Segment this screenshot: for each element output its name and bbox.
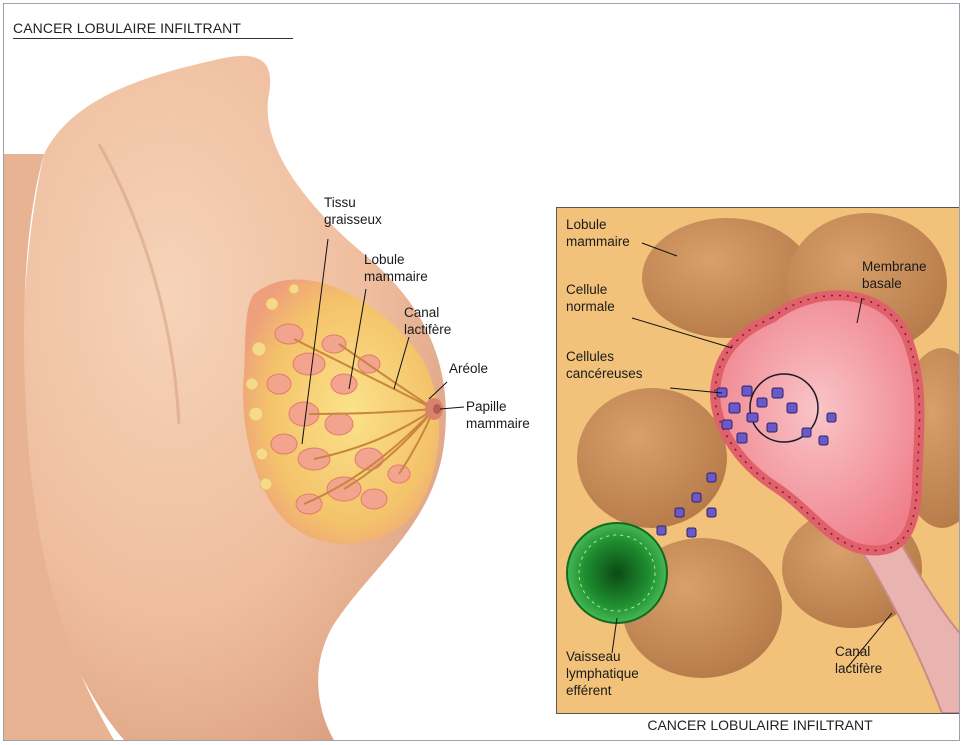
- inset-label-lobule: Lobule mammaire: [566, 216, 630, 250]
- inset-label-canal-lactifere: Canal lactifère: [835, 643, 882, 677]
- figure-frame: CANCER LOBULAIRE INFILTRANT: [3, 3, 960, 741]
- label-line: basale: [862, 275, 927, 292]
- label-line: Tissu: [324, 194, 382, 211]
- label-canal-lactifere: Canal lactifère: [404, 304, 451, 338]
- label-line: Canal: [835, 643, 882, 660]
- label-line: Lobule: [566, 216, 630, 233]
- label-papille-mammaire: Papille mammaire: [466, 398, 530, 432]
- label-line: Papille: [466, 398, 530, 415]
- label-line: lactifère: [404, 321, 451, 338]
- label-line: lymphatique: [566, 665, 639, 682]
- inset-label-vaisseau: Vaisseau lymphatique efférent: [566, 648, 639, 699]
- label-line: Membrane: [862, 258, 927, 275]
- inset-label-membrane-basale: Membrane basale: [862, 258, 927, 292]
- label-line: graisseux: [324, 211, 382, 228]
- label-line: Cellules: [566, 348, 643, 365]
- label-line: mammaire: [466, 415, 530, 432]
- label-line: Canal: [404, 304, 451, 321]
- label-lobule-mammaire: Lobule mammaire: [364, 251, 428, 285]
- nipple: [433, 404, 441, 414]
- inset-detail: Lobule mammaire Membrane basale Cellule …: [556, 207, 960, 714]
- label-line: normale: [566, 298, 615, 315]
- inset-caption: CANCER LOBULAIRE INFILTRANT: [556, 717, 960, 733]
- inset-label-cellules-cancereuses: Cellules cancéreuses: [566, 348, 643, 382]
- label-line: Lobule: [364, 251, 428, 268]
- label-line: lactifère: [835, 660, 882, 677]
- lymph-vessel: [567, 523, 667, 623]
- label-line: mammaire: [364, 268, 428, 285]
- label-line: mammaire: [566, 233, 630, 250]
- inset-label-cellule-normale: Cellule normale: [566, 281, 615, 315]
- label-line: cancéreuses: [566, 365, 643, 382]
- label-line: Cellule: [566, 281, 615, 298]
- label-areole: Aréole: [449, 360, 488, 377]
- label-tissu-graisseux: Tissu graisseux: [324, 194, 382, 228]
- label-line: efférent: [566, 682, 639, 699]
- label-line: Vaisseau: [566, 648, 639, 665]
- label-line: Aréole: [449, 360, 488, 377]
